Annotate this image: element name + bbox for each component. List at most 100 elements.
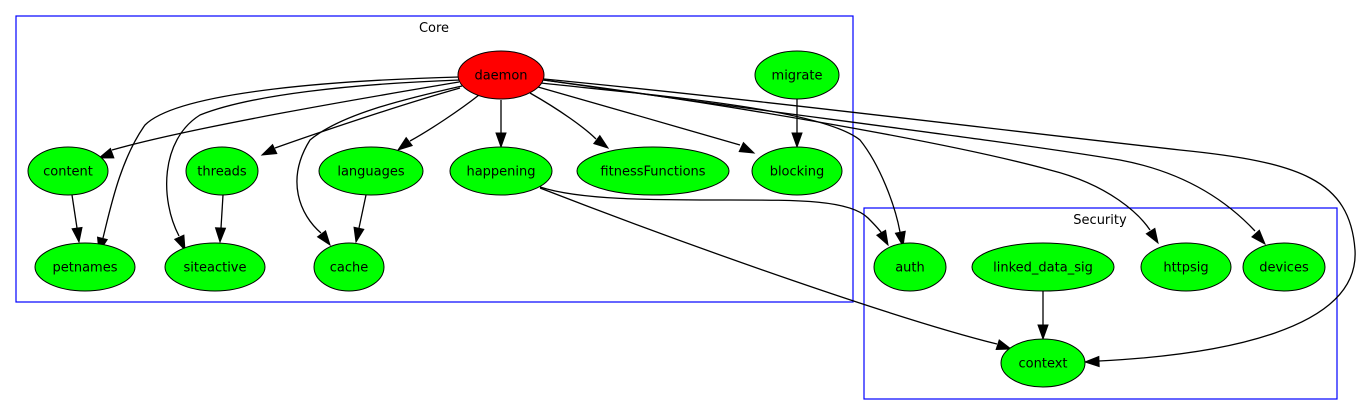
arrowhead-icon — [495, 132, 507, 149]
node-cache-ellipse — [313, 242, 385, 292]
arrowhead-icon — [894, 230, 906, 248]
node-threads-ellipse — [185, 146, 259, 196]
node-siteactive-label: siteactive — [184, 261, 247, 276]
edge-line — [220, 194, 224, 229]
arrowhead-icon — [316, 229, 331, 247]
arrowhead-icon — [791, 132, 803, 149]
arrowhead-icon — [97, 147, 115, 159]
edge-line — [409, 94, 480, 142]
node-petnames-ellipse — [34, 242, 136, 292]
node-petnames: petnames — [34, 242, 136, 292]
node-happening-label: happening — [466, 165, 535, 180]
edge-line — [71, 194, 78, 229]
arrowhead-icon — [875, 229, 889, 247]
node-threads: threads — [185, 146, 259, 196]
arrowhead-icon — [995, 339, 1013, 350]
edge-line — [537, 86, 741, 146]
node-fitnessFunctions-label: fitnessFunctions — [600, 165, 705, 180]
node-content-ellipse — [27, 146, 109, 196]
arrowhead-icon — [353, 226, 365, 244]
node-threads-label: threads — [197, 165, 247, 180]
edges-layer — [71, 76, 1356, 368]
edge-languages-to-cache — [353, 194, 367, 244]
node-languages: languages — [318, 146, 424, 196]
edge-daemon-to-devices — [543, 79, 1266, 246]
node-content: content — [27, 146, 109, 196]
node-httpsig-label: httpsig — [1163, 261, 1208, 276]
node-blocking: blocking — [751, 146, 843, 196]
cluster-core: Core — [15, 15, 854, 303]
edge-daemon-to-context — [543, 78, 1356, 368]
nodes-layer: daemon migrate content threads languages happ… — [27, 50, 1326, 388]
edge-happening-to-context — [539, 187, 1013, 350]
edge-line — [539, 187, 998, 345]
arrowhead-icon — [173, 234, 186, 252]
node-fitnessFunctions-ellipse — [576, 146, 730, 196]
node-cache-label: cache — [330, 261, 369, 276]
node-siteactive: siteactive — [164, 242, 266, 292]
arrowhead-icon — [260, 143, 278, 156]
arrowhead-icon — [71, 226, 83, 244]
edge-content-to-petnames — [71, 194, 83, 244]
edge-line — [102, 76, 460, 239]
cluster-core-label: Core — [419, 21, 449, 36]
arrowhead-icon — [1251, 229, 1266, 246]
node-httpsig: httpsig — [1140, 242, 1232, 292]
node-linked_data_sig-label: linked_data_sig — [993, 261, 1093, 276]
node-linked_data_sig-ellipse — [971, 242, 1115, 292]
node-happening: happening — [449, 146, 553, 196]
node-migrate-ellipse — [754, 50, 840, 100]
edge-threads-to-siteactive — [214, 194, 227, 244]
node-migrate-label: migrate — [772, 69, 823, 84]
node-daemon: daemon — [457, 50, 545, 100]
edge-daemon-to-content — [97, 81, 460, 159]
edge-line — [539, 186, 884, 236]
edge-daemon-to-cache — [296, 85, 463, 247]
arrowhead-icon — [1083, 355, 1100, 368]
node-happening-ellipse — [449, 146, 553, 196]
edge-linked_data_sig-to-context — [1037, 291, 1049, 341]
edge-daemon-to-fitnessFunctions — [529, 92, 610, 149]
edge-line — [111, 81, 460, 151]
edge-daemon-to-languages — [396, 94, 480, 151]
node-daemon-ellipse — [457, 50, 545, 100]
arrowhead-icon — [1145, 227, 1159, 245]
node-blocking-ellipse — [751, 146, 843, 196]
edge-daemon-to-blocking — [537, 86, 756, 154]
arrowhead-icon — [738, 141, 756, 154]
edge-daemon-to-happening — [495, 100, 507, 149]
cluster-core-border — [15, 15, 854, 303]
node-context-ellipse — [1000, 338, 1086, 388]
node-languages-label: languages — [337, 165, 405, 180]
node-auth-ellipse — [873, 242, 947, 292]
edge-migrate-to-blocking — [791, 99, 803, 149]
node-linked_data_sig: linked_data_sig — [971, 242, 1115, 292]
node-languages-ellipse — [318, 146, 424, 196]
node-devices-label: devices — [1259, 261, 1309, 276]
node-devices: devices — [1242, 242, 1326, 292]
arrowhead-icon — [214, 227, 227, 244]
node-petnames-label: petnames — [53, 261, 118, 276]
edge-line — [543, 79, 1256, 232]
node-devices-ellipse — [1242, 242, 1326, 292]
node-migrate: migrate — [754, 50, 840, 100]
node-content-label: content — [43, 165, 93, 180]
cluster-security: Security — [863, 207, 1338, 400]
node-auth: auth — [873, 242, 947, 292]
node-fitnessFunctions: fitnessFunctions — [576, 146, 730, 196]
edge-happening-to-auth — [539, 186, 889, 247]
arrowhead-icon — [592, 134, 610, 149]
node-auth-label: auth — [895, 261, 925, 276]
node-siteactive-ellipse — [164, 242, 266, 292]
node-daemon-label: daemon — [474, 69, 527, 84]
node-cache: cache — [313, 242, 385, 292]
arrowhead-icon — [1037, 324, 1049, 341]
node-context: context — [1000, 338, 1086, 388]
edge-daemon-to-threads — [260, 87, 461, 156]
cluster-security-border — [863, 207, 1338, 400]
edge-line — [358, 194, 367, 229]
node-httpsig-ellipse — [1140, 242, 1232, 292]
edge-line — [529, 92, 597, 140]
